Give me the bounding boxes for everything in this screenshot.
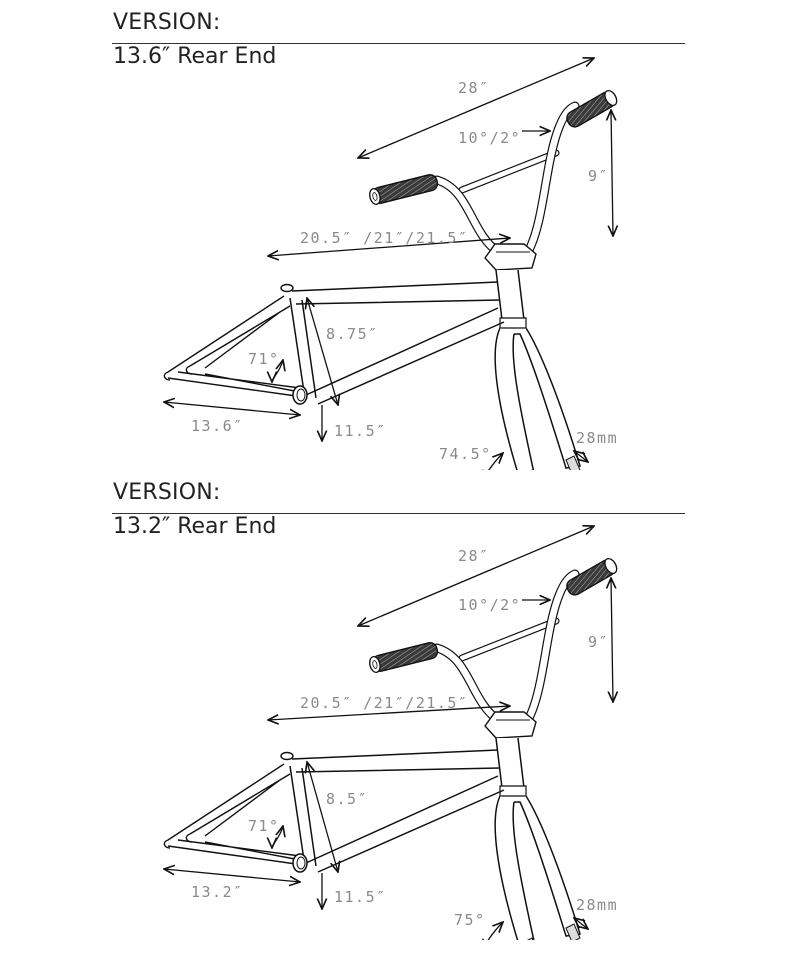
standover-label: 8.5″ (326, 790, 368, 808)
fork-offset-label: 28mm (576, 896, 618, 914)
variant-title: 13.2″ Rear End (113, 514, 277, 539)
top-tube-label: 20.5″ /21″/21.5″ (300, 694, 469, 712)
bar-sweep-label: 10°/2° (458, 129, 521, 147)
head-angle-label: 74.5° (439, 445, 492, 463)
standover-label: 8.75″ (326, 325, 379, 343)
version-section-2: VERSION: 13.2″ Rear End 28″ 10°/2° 9″ 20… (0, 470, 797, 940)
bar-rise-arrow (611, 578, 613, 702)
top-tube-arrow (268, 238, 510, 256)
bar-rise-label: 9″ (588, 167, 609, 185)
top-tube-arrow (268, 706, 510, 720)
fork-offset-arrow (574, 451, 588, 462)
chainstay-label: 13.2″ (191, 883, 244, 901)
divider (112, 513, 685, 514)
standover-arrow (307, 762, 338, 872)
chainstay-label: 13.6″ (191, 417, 244, 435)
chainstay-arrow (164, 402, 300, 415)
head-angle-arrow (482, 922, 503, 940)
variant-title: 13.6″ Rear End (113, 44, 277, 69)
fork-offset-arrow (574, 918, 588, 929)
bar-rise-arrow (611, 110, 613, 236)
bb-height-label: 11.5″ (334, 888, 387, 906)
version-label: VERSION: (113, 480, 221, 505)
standover-arrow (307, 298, 338, 405)
bar-width-label: 28″ (458, 79, 490, 97)
seat-angle-arrow (272, 360, 283, 382)
version-label: VERSION: (113, 10, 221, 35)
top-tube-label: 20.5″ /21″/21.5″ (300, 229, 469, 247)
bar-rise-label: 9″ (588, 633, 609, 651)
chainstay-arrow (164, 869, 300, 882)
divider (112, 43, 685, 44)
fork-offset-label: 28mm (576, 429, 618, 447)
bar-width-label: 28″ (458, 547, 490, 565)
bike-geometry-diagram: 28″ 10°/2° 9″ 20.5″ /21″/21.5″ 8.5″ 71° … (0, 470, 797, 940)
seat-angle-arrow (272, 826, 283, 848)
bar-width-arrow (358, 58, 594, 158)
seat-angle-label: 71° (248, 817, 280, 835)
bar-width-arrow (358, 526, 594, 626)
version-section-1: VERSION: 13.6″ Rear End 28″ 10°/2° 9″ 20… (0, 0, 797, 470)
bike-geometry-diagram: 28″ 10°/2° 9″ 20.5″ /21″/21.5″ 8.75″ 71°… (0, 0, 797, 470)
seat-angle-label: 71° (248, 350, 280, 368)
bb-height-label: 11.5″ (334, 422, 387, 440)
head-angle-label: 75° (454, 911, 486, 929)
head-angle-arrow (482, 453, 503, 470)
bar-sweep-label: 10°/2° (458, 596, 521, 614)
